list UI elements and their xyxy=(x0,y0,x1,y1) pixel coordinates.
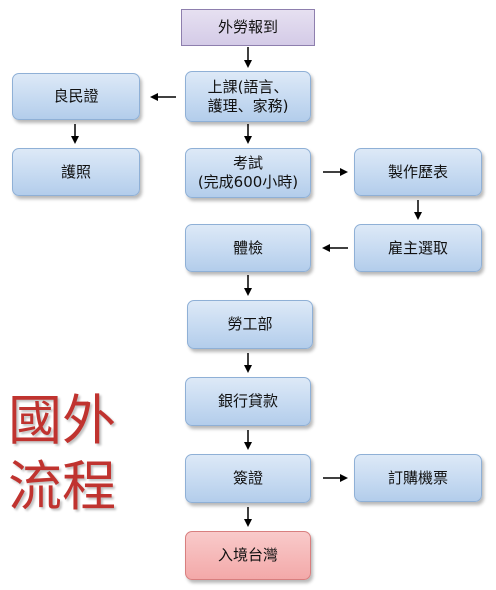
diagram-title: 國外 流程 xyxy=(8,389,116,518)
node-enter-taiwan: 入境台灣 xyxy=(185,531,311,580)
node-bank-loan: 銀行貸款 xyxy=(185,377,311,426)
node-arrival: 外勞報到 xyxy=(181,9,315,46)
node-book-ticket: 訂購機票 xyxy=(354,454,482,502)
node-citizen-id: 良民證 xyxy=(12,73,140,120)
node-resume: 製作歷表 xyxy=(354,148,482,196)
node-classes: 上課(語言、 護理、家務) xyxy=(185,71,311,122)
node-labor-ministry: 勞工部 xyxy=(187,300,313,349)
node-visa: 簽證 xyxy=(185,454,311,503)
node-passport: 護照 xyxy=(12,148,140,196)
node-employer-select: 雇主選取 xyxy=(354,224,482,272)
node-health-check: 體檢 xyxy=(185,224,311,272)
node-exam: 考試 (完成600小時) xyxy=(185,148,311,198)
